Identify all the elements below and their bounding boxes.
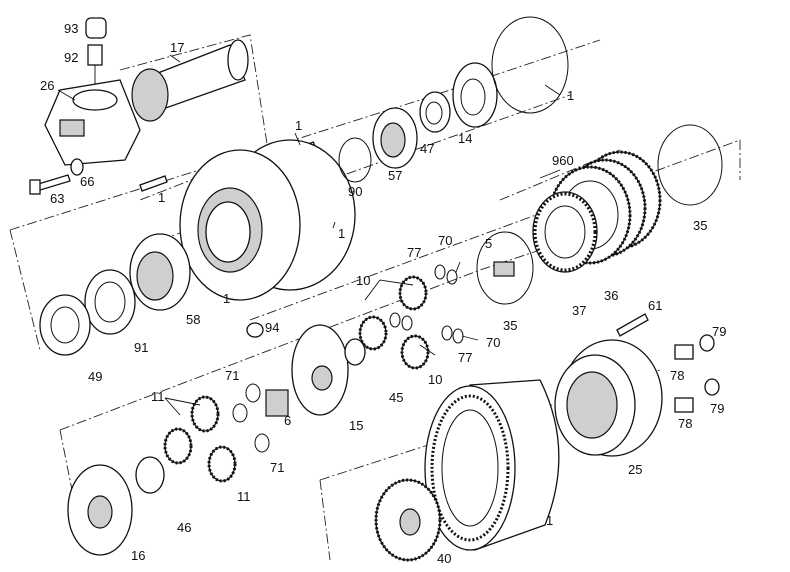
label-79-bottom: 79 xyxy=(710,401,724,416)
label-11-top: 11 xyxy=(151,389,165,404)
leader-lines xyxy=(57,54,561,416)
label-77-bottom: 77 xyxy=(458,350,472,365)
label-45: 45 xyxy=(389,390,403,405)
label-6: 6 xyxy=(284,413,291,428)
label-46: 46 xyxy=(177,520,191,535)
part-93-cap xyxy=(85,17,107,39)
label-47: 47 xyxy=(420,141,434,156)
part-5-sun-gear xyxy=(493,261,515,277)
part-45-washer xyxy=(344,338,366,366)
label-1-pin-top: 1 xyxy=(295,118,302,133)
part-70-77-rings xyxy=(389,264,464,344)
label-66: 66 xyxy=(80,174,94,189)
label-26: 26 xyxy=(40,78,54,93)
label-90: 90 xyxy=(348,184,362,199)
part-71-circlips xyxy=(232,383,270,453)
label-78-bottom: 78 xyxy=(678,416,692,431)
label-40: 40 xyxy=(437,551,451,566)
part-16-carrier xyxy=(67,464,133,556)
part-17-shaft xyxy=(131,39,249,122)
part-1-ring-gear xyxy=(424,379,560,551)
label-71-bottom: 71 xyxy=(270,460,284,475)
label-57: 57 xyxy=(388,168,402,183)
label-10-top: 10 xyxy=(356,273,370,288)
part-1-bolt xyxy=(139,175,168,192)
part-37-disc xyxy=(532,191,598,273)
label-15: 15 xyxy=(349,418,363,433)
part-15-planet-carrier xyxy=(291,324,349,416)
label-35-mid: 35 xyxy=(503,318,517,333)
label-71-top: 71 xyxy=(225,368,239,383)
label-91: 91 xyxy=(134,340,148,355)
part-40-gear xyxy=(374,478,442,562)
part-35-shim-mid xyxy=(476,231,534,305)
label-78-top: 78 xyxy=(670,368,684,383)
part-11-planet-gears xyxy=(163,395,237,483)
callout-labels: 93 92 17 26 63 66 1 1 1 1 1 1 1 90 57 47… xyxy=(40,21,726,566)
label-17: 17 xyxy=(170,40,184,55)
part-25-brake-housing xyxy=(554,339,663,457)
part-58-bearing xyxy=(129,233,191,311)
label-35-right: 35 xyxy=(693,218,707,233)
label-25: 25 xyxy=(628,462,642,477)
label-94: 94 xyxy=(265,320,279,335)
label-77-top: 77 xyxy=(407,245,421,260)
label-1-housing: 1 xyxy=(223,291,230,306)
part-14-seal-carrier xyxy=(452,62,498,128)
part-10-planet-gear-b xyxy=(358,315,388,351)
part-46-washer xyxy=(135,456,165,494)
part-10-planet-gear-c xyxy=(400,334,430,370)
label-58: 58 xyxy=(186,312,200,327)
part-1-oring-top xyxy=(491,16,569,114)
label-36: 36 xyxy=(604,288,618,303)
label-10-bottom: 10 xyxy=(428,372,442,387)
label-70-bottom: 70 xyxy=(486,335,500,350)
label-92: 92 xyxy=(64,50,78,65)
part-91-ring xyxy=(84,269,136,335)
part-90-snap-ring xyxy=(338,137,372,183)
part-47-seal xyxy=(419,91,451,133)
part-61-bolt xyxy=(616,313,649,337)
label-14: 14 xyxy=(458,131,472,146)
label-960: 960 xyxy=(552,153,574,168)
part-94-plug xyxy=(246,322,264,338)
label-63: 63 xyxy=(50,191,64,206)
label-16: 16 xyxy=(131,548,145,563)
label-11-bottom: 11 xyxy=(237,489,251,504)
label-1-oring: 1 xyxy=(567,88,574,103)
label-70-top: 70 xyxy=(438,233,452,248)
part-57-bearing xyxy=(372,107,418,169)
part-26-housing xyxy=(44,79,141,166)
part-10-planet-gear-a xyxy=(398,275,428,311)
label-37: 37 xyxy=(572,303,586,318)
part-1-main-housing xyxy=(179,139,356,301)
label-61: 61 xyxy=(648,298,662,313)
part-78-79-fittings xyxy=(674,334,720,413)
part-66-washer xyxy=(70,158,84,176)
label-79-top: 79 xyxy=(712,324,726,339)
part-49-washer xyxy=(39,294,91,356)
label-5: 5 xyxy=(485,236,492,251)
label-1-pin-bottom: 1 xyxy=(338,226,345,241)
part-63-bolt xyxy=(29,174,71,195)
part-6-needle-bearing xyxy=(265,389,289,417)
label-93: 93 xyxy=(64,21,78,36)
label-49: 49 xyxy=(88,369,102,384)
label-1-ring-gear: 1 xyxy=(546,513,553,528)
part-35-shim-right xyxy=(657,124,723,206)
label-1-bolt: 1 xyxy=(158,190,165,205)
